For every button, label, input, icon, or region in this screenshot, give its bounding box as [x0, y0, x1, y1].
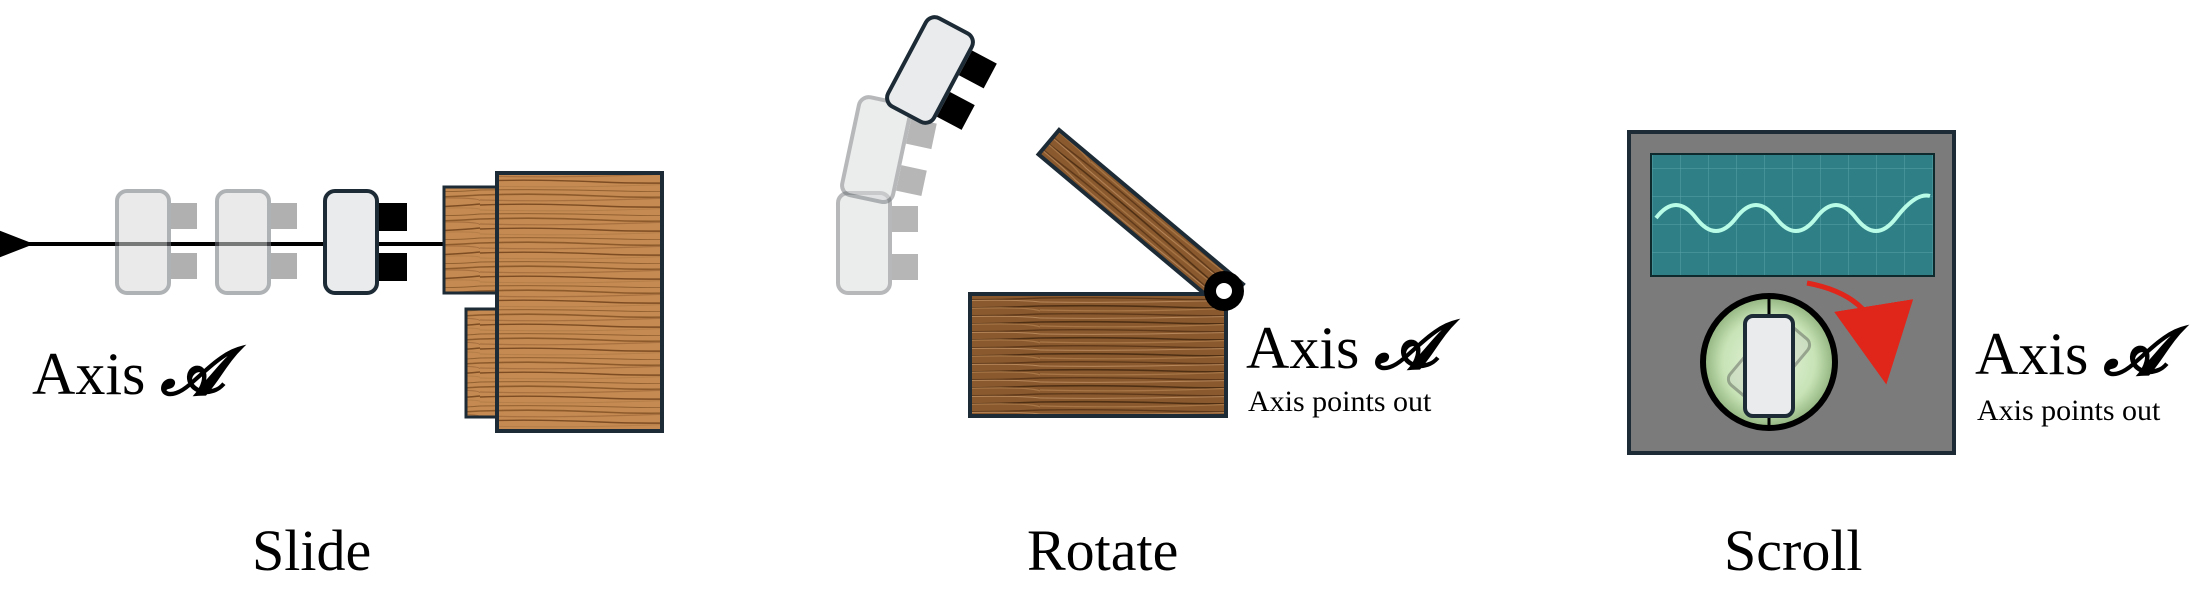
rotate-axis-label: Axis 𝓐: [1246, 314, 1438, 380]
hinge-icon: [1204, 271, 1244, 311]
gripper-icon: [885, 15, 997, 130]
slide-panel: [0, 171, 664, 433]
axis-label-text: Axis: [32, 341, 146, 407]
axis-label-text: Axis: [1246, 315, 1360, 381]
axis-symbol: 𝓐: [1374, 310, 1439, 383]
axis-symbol: 𝓐: [160, 336, 225, 409]
gripper-ghost-icon: [215, 189, 297, 295]
rotate-axis-note: Axis points out: [1248, 385, 1432, 418]
gripper-ghost-icon: [836, 191, 918, 295]
scroll-axis-label: Axis 𝓐: [1975, 320, 2167, 386]
axis-symbol: 𝓐: [2103, 316, 2168, 389]
rotate-panel: [836, 15, 1246, 418]
oscilloscope-icon: [1627, 130, 1956, 455]
scroll-axis-note: Axis points out: [1977, 394, 2161, 427]
axis-label-text: Axis: [1975, 321, 2089, 387]
slide-axis-label: Axis 𝓐: [32, 340, 224, 406]
rotation-arrow-icon: [1806, 280, 1914, 385]
gripper-ghost-icon: [840, 95, 937, 205]
slide-caption: Slide: [252, 518, 372, 583]
wooden-box-icon: [968, 292, 1228, 418]
wooden-drawer-icon: [442, 171, 664, 433]
gripper-icon: [1743, 314, 1795, 418]
waveform-icon: [1654, 193, 1931, 233]
gripper-ghost-icon: [115, 189, 197, 295]
scroll-caption: Scroll: [1724, 518, 1863, 583]
scroll-panel: [1627, 130, 1956, 455]
gripper-icon: [323, 189, 407, 295]
rotate-caption: Rotate: [1027, 518, 1179, 583]
